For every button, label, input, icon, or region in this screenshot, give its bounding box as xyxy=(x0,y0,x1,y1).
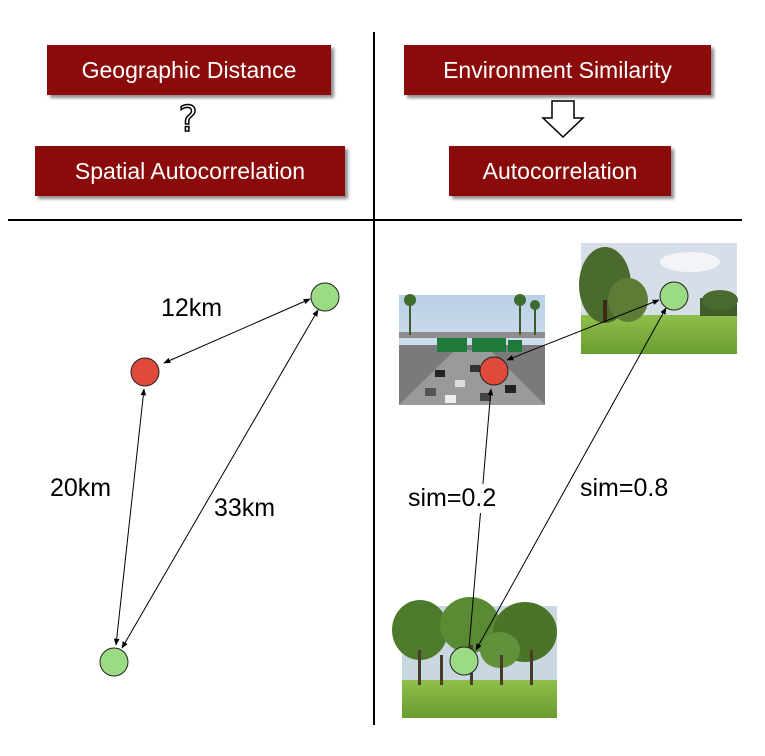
label-sim-0-2: sim=0.2 xyxy=(408,484,497,513)
spatial-autocorrelation-box: Spatial Autocorrelation xyxy=(35,146,345,196)
edge-20km xyxy=(113,388,147,646)
node-red-right xyxy=(479,356,509,386)
question-mark-icon: ? xyxy=(178,99,199,141)
environment-similarity-box: Environment Similarity xyxy=(404,45,711,95)
highway-photo xyxy=(399,294,545,405)
node-green-left-bottom xyxy=(99,647,129,677)
down-arrow-icon xyxy=(541,100,585,139)
label-33km: 33km xyxy=(214,494,276,522)
label-sim-0-8: sim=0.8 xyxy=(580,474,669,503)
edge-33km xyxy=(121,309,319,649)
label-12km: 12km xyxy=(161,294,223,322)
node-green-right-top xyxy=(659,281,689,311)
label-20km: 20km xyxy=(50,474,112,502)
node-green-left-top xyxy=(310,282,340,312)
node-red-left xyxy=(130,357,160,387)
node-green-right-bottom xyxy=(449,646,479,676)
autocorrelation-box: Autocorrelation xyxy=(449,146,671,196)
edge-sim-0.8 xyxy=(475,307,667,651)
park-photo xyxy=(579,243,738,354)
geographic-distance-box: Geographic Distance xyxy=(47,45,331,95)
